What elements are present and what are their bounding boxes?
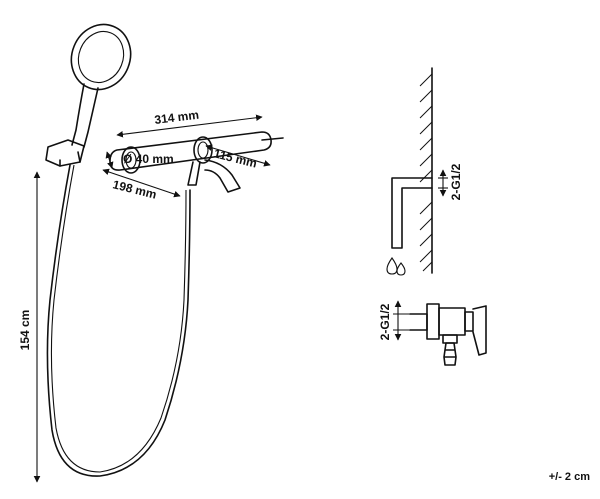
wall-bracket-icon: [45, 139, 85, 167]
water-drop-icon: [386, 257, 406, 276]
hose-length-label: 154 cm: [18, 310, 32, 351]
bar-length-label: 314 mm: [154, 108, 200, 127]
wall-pipe: [391, 177, 433, 249]
spout-length-label: 115 mm: [212, 146, 258, 170]
thread-side-label: 2-G1/2: [449, 163, 463, 200]
spout-dimension-line: [205, 144, 271, 167]
thread-bottom-label: 2-G1/2: [378, 303, 392, 340]
wall-section: [419, 67, 433, 274]
diameter-dimension-line: [105, 151, 114, 169]
bar-length-dimension-line: [116, 114, 263, 138]
wall-offset-dimension-line: [102, 168, 181, 198]
connector-fitting: [409, 303, 487, 366]
diameter-label: Ø 40 mm: [123, 152, 174, 166]
shower-head-icon: [70, 23, 132, 148]
tolerance-label: +/- 2 cm: [549, 471, 590, 483]
shower-hose: [46, 164, 191, 477]
